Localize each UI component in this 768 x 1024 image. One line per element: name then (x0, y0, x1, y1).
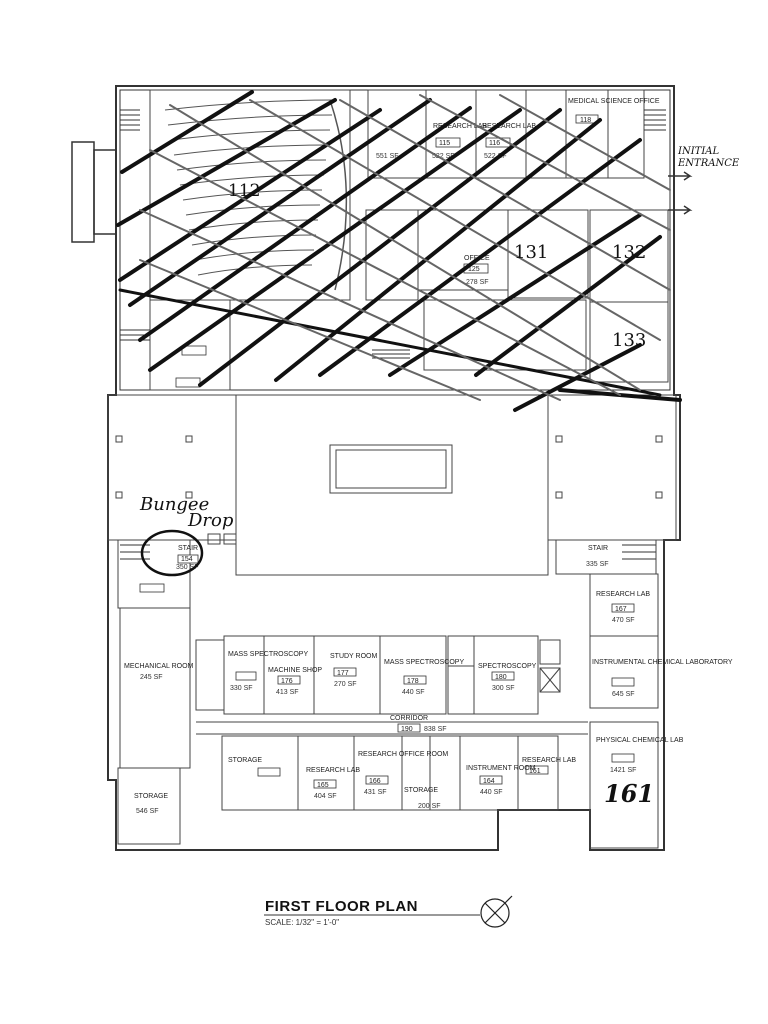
label-131: 131 (514, 242, 548, 263)
room-area: 413 SF (276, 689, 299, 696)
room-area: 546 SF (136, 808, 159, 815)
bungee-circle (140, 529, 204, 577)
room-area: 551 SF (376, 153, 399, 160)
room-area: 270 SF (334, 681, 357, 688)
room-tag: 178 (407, 678, 419, 685)
room-area: 1421 SF (610, 767, 636, 774)
plan-scale: SCALE: 1/32" = 1'-0" (265, 918, 340, 927)
room-label: INSTRUMENT ROOM (466, 765, 536, 772)
room-tag: 116 (489, 140, 500, 147)
room-area: 330 SF (230, 685, 253, 692)
label-bungee: Bungee (139, 494, 209, 515)
room-label: MEDICAL SCIENCE OFFICE (568, 98, 660, 105)
room-tag: 115 (439, 140, 450, 147)
room-label: MECHANICAL ROOM (124, 663, 194, 670)
room-tag: 165 (317, 782, 329, 789)
room-area: 431 SF (364, 789, 387, 796)
north-arrow-icon (480, 895, 513, 928)
room-label: RESEARCH LAB (306, 767, 360, 774)
room-label: RESEARCH OFFICE ROOM (358, 751, 448, 758)
label-133: 133 (612, 330, 646, 351)
label-112: 112 (228, 181, 260, 201)
room-label: PHYSICAL CHEMICAL LAB (596, 737, 684, 744)
room-area: 645 SF (612, 691, 635, 698)
scribble-strokes (116, 90, 682, 412)
room-area: 350 SF (176, 564, 199, 571)
room-tag: 190 (401, 726, 413, 733)
printed-room-labels: RESEARCH LAB 115 522 SF RESEARCH LAB 116… (124, 98, 733, 815)
label-161: 161 (604, 779, 654, 808)
atrium (107, 394, 677, 576)
room-label: STORAGE (134, 793, 168, 800)
room-tag: 125 (468, 266, 480, 273)
room-tag: 166 (369, 778, 381, 785)
room-label: MASS SPECTROSCOPY (228, 651, 308, 658)
plan-title: FIRST FLOOR PLAN (265, 898, 418, 915)
room-area: 300 SF (492, 685, 515, 692)
room-area: 470 SF (612, 617, 635, 624)
room-tag: 164 (483, 778, 495, 785)
room-label: RESEARCH LAB (433, 123, 487, 130)
room-label: RESEARCH LAB (522, 757, 576, 764)
room-area: 335 SF (586, 561, 609, 568)
room-area: 440 SF (402, 689, 425, 696)
initial-entrance-label: INITIAL ENTRANCE (678, 146, 739, 170)
room-area: 245 SF (140, 674, 163, 681)
room-area: 838 SF (424, 726, 447, 733)
room-area: 278 SF (466, 279, 489, 286)
room-area: 522 SF (484, 153, 507, 160)
room-label: CORRIDOR (390, 715, 428, 722)
room-tag: 118 (580, 117, 591, 124)
room-label: MACHINE SHOP (268, 667, 322, 674)
room-tags (139, 114, 635, 789)
label-drop: Drop (187, 510, 234, 531)
entrance-arrow-icon (668, 171, 693, 215)
room-area: 200 SF (418, 803, 441, 810)
room-tag: 176 (281, 678, 293, 685)
room-label: STORAGE (404, 787, 438, 794)
room-area: 522 SF (432, 153, 455, 160)
room-area: 404 SF (314, 793, 337, 800)
handwritten-labels: 112 131 132 133 161 Bungee Drop (139, 181, 654, 808)
room-label: SPECTROSCOPY (478, 663, 537, 670)
room-label: STORAGE (228, 757, 262, 764)
room-area: 440 SF (480, 789, 503, 796)
room-label: INSTRUMENTAL CHEMICAL LABORATORY (592, 659, 733, 666)
room-tag: 161 (529, 768, 541, 775)
left-entrance (71, 141, 117, 243)
room-tag: 167 (615, 606, 627, 613)
entrance-label-line2: ENTRANCE (678, 158, 740, 169)
bottom-rooms (117, 539, 659, 849)
label-132: 132 (612, 242, 646, 263)
entrance-label-line1: INITIAL (678, 146, 720, 157)
room-label: STAIR (178, 545, 198, 552)
room-label: STUDY ROOM (330, 653, 377, 660)
room-label: MASS SPECTROSCOPY (384, 659, 464, 666)
room-tag: 154 (181, 556, 193, 563)
room-tag: 180 (495, 674, 507, 681)
room-label: RESEARCH LAB (482, 123, 536, 130)
room-label: RESEARCH LAB (596, 591, 650, 598)
room-tag: 177 (337, 670, 349, 677)
room-label: STAIR (588, 545, 608, 552)
